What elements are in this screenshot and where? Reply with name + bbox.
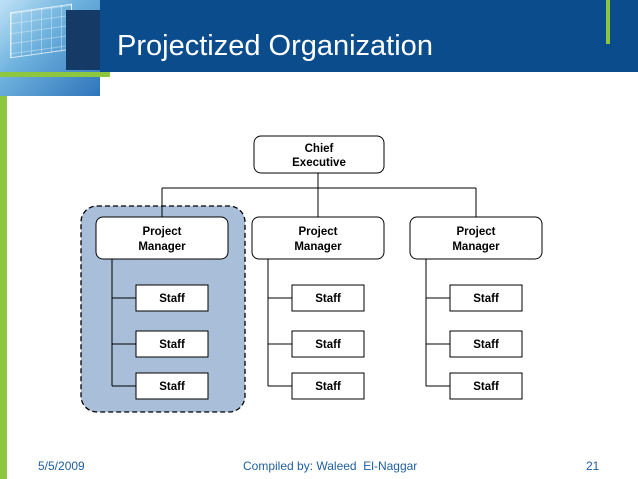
staff-label: Staff — [315, 293, 341, 305]
project-manager-node-1: Project Manager — [96, 217, 228, 259]
staff-label: Staff — [473, 339, 499, 351]
footer-credit: Compiled by: Waleed El-Naggar — [243, 459, 417, 473]
chief-executive-label-line2: Executive — [292, 157, 346, 169]
staff-node: Staff — [136, 331, 208, 357]
project-manager-2-label-line2: Manager — [294, 241, 342, 253]
project-manager-2-label-line1: Project — [299, 226, 338, 238]
project-manager-3-label-line2: Manager — [452, 241, 500, 253]
chief-executive-label-line1: Chief — [305, 143, 334, 155]
staff-node: Staff — [136, 285, 208, 311]
project-manager-node-3: Project Manager — [410, 217, 542, 259]
staff-node: Staff — [292, 285, 364, 311]
staff-node: Staff — [450, 285, 522, 311]
staff-label: Staff — [315, 339, 341, 351]
staff-label: Staff — [159, 293, 185, 305]
staff-label: Staff — [473, 293, 499, 305]
staff-node: Staff — [292, 331, 364, 357]
project-manager-1-label-line1: Project — [143, 226, 182, 238]
staff-node: Staff — [450, 373, 522, 399]
staff-node: Staff — [450, 331, 522, 357]
project-manager-1-label-line2: Manager — [138, 241, 186, 253]
staff-label: Staff — [159, 381, 185, 393]
footer-page-number: 21 — [586, 459, 599, 473]
project-manager-node-2: Project Manager — [252, 217, 384, 259]
staff-node: Staff — [292, 373, 364, 399]
staff-label: Staff — [159, 339, 185, 351]
project-manager-3-label-line1: Project — [457, 226, 496, 238]
chief-executive-node: Chief Executive — [254, 136, 384, 173]
footer-date: 5/5/2009 — [38, 459, 85, 473]
staff-label: Staff — [315, 381, 341, 393]
staff-label: Staff — [473, 381, 499, 393]
staff-node: Staff — [136, 373, 208, 399]
